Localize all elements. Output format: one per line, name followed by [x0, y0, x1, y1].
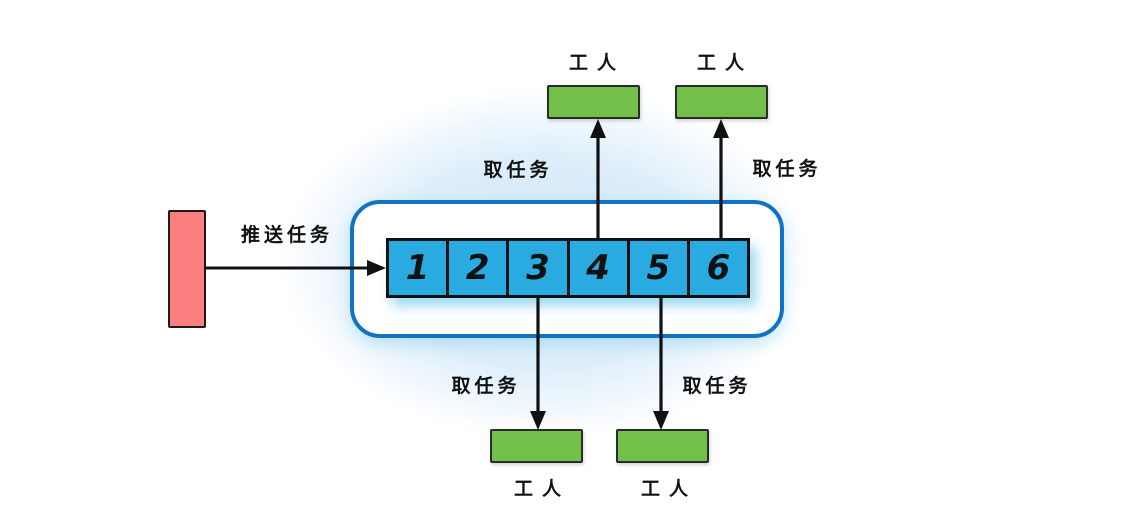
- push-task-label: 推送任务: [240, 224, 334, 246]
- worker-label-top-left: 工人: [568, 52, 626, 74]
- take-task-label-top-right: 取任务: [752, 158, 822, 180]
- worker-box-top-left: [547, 85, 640, 119]
- worker-label-bottom-right: 工人: [640, 478, 698, 500]
- worker-label-top-right: 工人: [696, 52, 754, 74]
- queue-cell-3: 3: [506, 238, 570, 298]
- queue-cell-2: 2: [446, 238, 510, 298]
- take-task-label-bottom-right: 取任务: [682, 375, 752, 397]
- queue-cell-4: 4: [566, 238, 630, 298]
- worker-label-bottom-left: 工人: [513, 478, 571, 500]
- producer-box: [168, 210, 206, 328]
- worker-box-top-right: [675, 85, 768, 119]
- worker-box-bottom-right: [616, 429, 709, 463]
- queue-cell-row: 1 2 3 4 5 6: [386, 238, 751, 298]
- queue-cell-6: 6: [686, 238, 751, 298]
- queue-cell-1: 1: [386, 238, 450, 298]
- take-task-label-top-left: 取任务: [483, 159, 553, 181]
- worker-box-bottom-left: [490, 429, 583, 463]
- take-task-label-bottom-left: 取任务: [451, 375, 521, 397]
- queue-cell-5: 5: [626, 238, 690, 298]
